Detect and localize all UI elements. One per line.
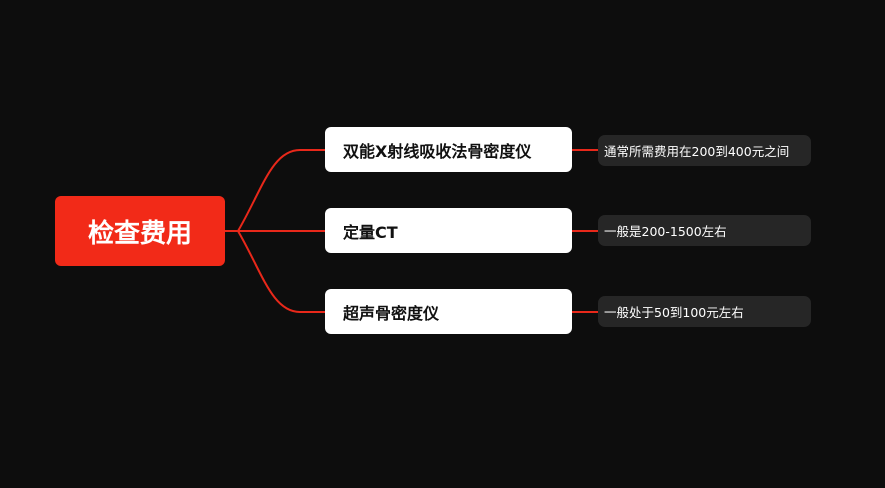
detail-label: 通常所需费用在200到400元之间 [604,144,790,159]
detail-node-dxa[interactable]: 通常所需费用在200到400元之间 [598,135,811,166]
branch-label: 定量CT [343,222,398,242]
branch-node-ultrasound[interactable]: 超声骨密度仪 [325,289,572,334]
connector-branch-1 [237,149,325,232]
branch-node-dxa[interactable]: 双能X射线吸收法骨密度仪 [325,127,572,172]
connector-branch-3 [237,230,325,313]
detail-label: 一般处于50到100元左右 [604,305,744,320]
detail-node-qct[interactable]: 一般是200-1500左右 [598,215,811,246]
root-label: 检查费用 [87,218,192,249]
root-node[interactable]: 检查费用 [55,196,225,266]
branch-label: 双能X射线吸收法骨密度仪 [343,141,532,161]
branch-node-qct[interactable]: 定量CT [325,208,572,253]
detail-node-ultrasound[interactable]: 一般处于50到100元左右 [598,296,811,327]
branch-label: 超声骨密度仪 [343,303,440,323]
detail-label: 一般是200-1500左右 [604,224,727,239]
